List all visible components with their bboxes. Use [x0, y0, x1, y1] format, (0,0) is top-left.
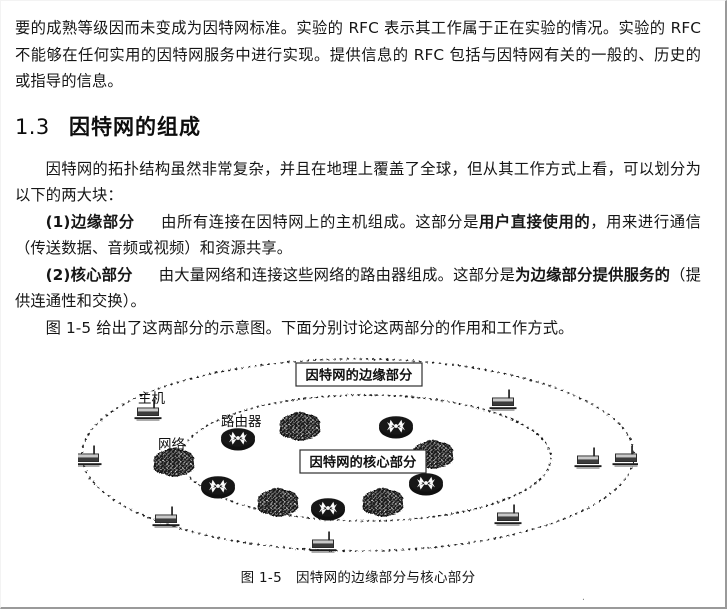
figure-caption-text: 因特网的边缘部分与核心部分 — [295, 570, 476, 586]
router-label: 路由器 — [221, 414, 262, 430]
router-node — [201, 476, 235, 499]
list-marker-2: (2) — [45, 265, 71, 284]
list-text-core-a: 由大量网络和连接这些网络的路由器组成。这部分是 — [158, 265, 516, 284]
host-node — [78, 445, 102, 467]
svg-text:因特网的核心部分: 因特网的核心部分 — [309, 454, 417, 471]
figure-caption: 图 1-5 因特网的边缘部分与核心部分 — [15, 566, 701, 586]
list-term-edge: 边缘部分 — [70, 212, 135, 231]
host-node — [494, 504, 522, 526]
host-label: 主机 — [138, 391, 165, 407]
list-text-edge-b: ，用来进行通信（传送数据、音频或视频）和资源共享。 — [15, 212, 702, 258]
router-node — [311, 498, 345, 521]
list-emphasis-edge: 用户直接使用的 — [478, 212, 591, 231]
section-title: 因特网的组成 — [69, 114, 201, 139]
list-item-core: (2)核心部分 由大量网络和连接这些网络的路由器组成。这部分是为边缘部分提供服务的… — [15, 262, 701, 315]
list-emphasis-core: 为边缘部分提供服务的 — [515, 265, 671, 284]
list-marker-1: (1) — [45, 212, 71, 231]
paragraph-topology: 因特网的拓扑结构虽然非常复杂，并且在地理上覆盖了全球，但从其工作方式上看，可以划… — [15, 159, 701, 205]
paragraph-intro: 要的成熟等级因而未变成为因特网标准。实验的 RFC 表示其工作属于正在实验的情况… — [15, 19, 701, 90]
figure-internet-structure: 因特网的边缘部分 因特网的核心部分 主机 路由器 网络 — [78, 355, 638, 560]
edge-part-label-box: 因特网的边缘部分 — [295, 362, 423, 387]
section-heading: 1.3 因特网的组成 — [15, 112, 701, 142]
host-node — [489, 389, 517, 411]
list-term-core: 核心部分 — [70, 265, 133, 284]
router-node — [409, 473, 443, 496]
paragraph-figure-ref: 图 1-5 给出了这两部分的示意图。下面分别讨论这两部分的作用和工作方式。 — [45, 318, 574, 337]
host-node — [574, 447, 602, 469]
section-number: 1.3 — [15, 114, 50, 139]
figure-caption-number: 图 1-5 — [240, 570, 282, 586]
router-node — [221, 428, 255, 451]
svg-text:因特网的边缘部分: 因特网的边缘部分 — [305, 367, 413, 384]
host-node — [309, 531, 337, 553]
list-text-edge-a: 由所有连接在因特网上的主机组成。这部分是 — [160, 212, 479, 231]
list-item-edge: (1)边缘部分 由所有连接在因特网上的主机组成。这部分是用户直接使用的，用来进行通… — [15, 209, 701, 262]
host-node — [612, 445, 638, 467]
list-text-core-b: （提供连通性和交换）。 — [15, 265, 702, 311]
network-cloud — [280, 413, 320, 441]
network-cloud — [363, 489, 403, 517]
host-node — [152, 506, 180, 528]
scan-artifact-mark: . — [581, 592, 585, 603]
router-node — [379, 416, 413, 439]
network-label: 网络 — [158, 437, 185, 453]
network-cloud — [258, 489, 298, 517]
core-part-label-box: 因特网的核心部分 — [299, 449, 427, 474]
